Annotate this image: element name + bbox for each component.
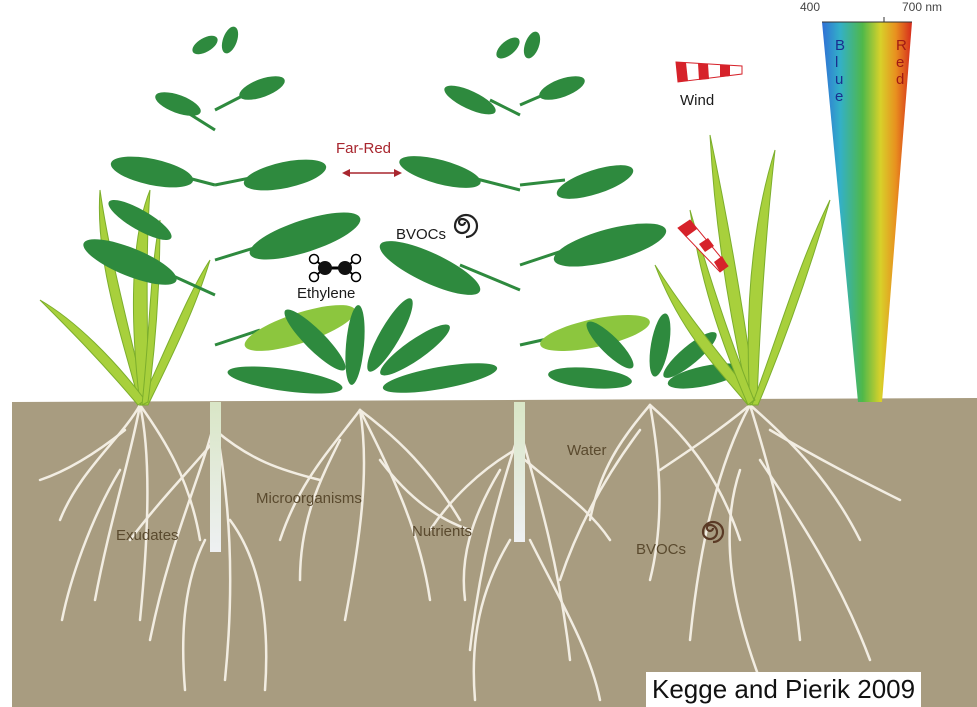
ethylene-label: Ethylene [297, 285, 355, 302]
bvocs-air-label: BVOCs [396, 226, 446, 243]
spectrum-letter: e [896, 55, 904, 70]
wind-label: Wind [680, 92, 714, 109]
spectrum-letter: l [835, 55, 838, 70]
left-plant-hypocotyl [210, 402, 221, 552]
exudates-label: Exudates [116, 527, 179, 544]
nutrients-label: Nutrients [412, 523, 472, 540]
far-red-arrow [342, 169, 402, 177]
left-grass [40, 190, 210, 405]
spectrum-letter: u [835, 72, 843, 87]
water-label: Water [567, 442, 606, 459]
citation: Kegge and Pierik 2009 [646, 672, 921, 707]
right-plant-hypocotyl [514, 402, 525, 542]
spectrum-letter: e [835, 89, 843, 104]
spectrum-letter: B [835, 38, 845, 53]
soil [12, 398, 977, 707]
bvocs-soil-label: BVOCs [636, 541, 686, 558]
bvocs-air-swirl-icon [455, 215, 477, 237]
microorganisms-label: Microorganisms [256, 490, 362, 507]
spectrum-min-label: 400 [800, 0, 820, 14]
ethylene-molecule-icon [310, 255, 361, 282]
spectrum-letter: d [896, 72, 904, 87]
far-red-label: Far-Red [336, 140, 391, 157]
spectrum-max-label: 700 nm [902, 0, 942, 14]
windsock-top-icon [676, 62, 742, 82]
spectrum-letter: R [896, 38, 907, 53]
